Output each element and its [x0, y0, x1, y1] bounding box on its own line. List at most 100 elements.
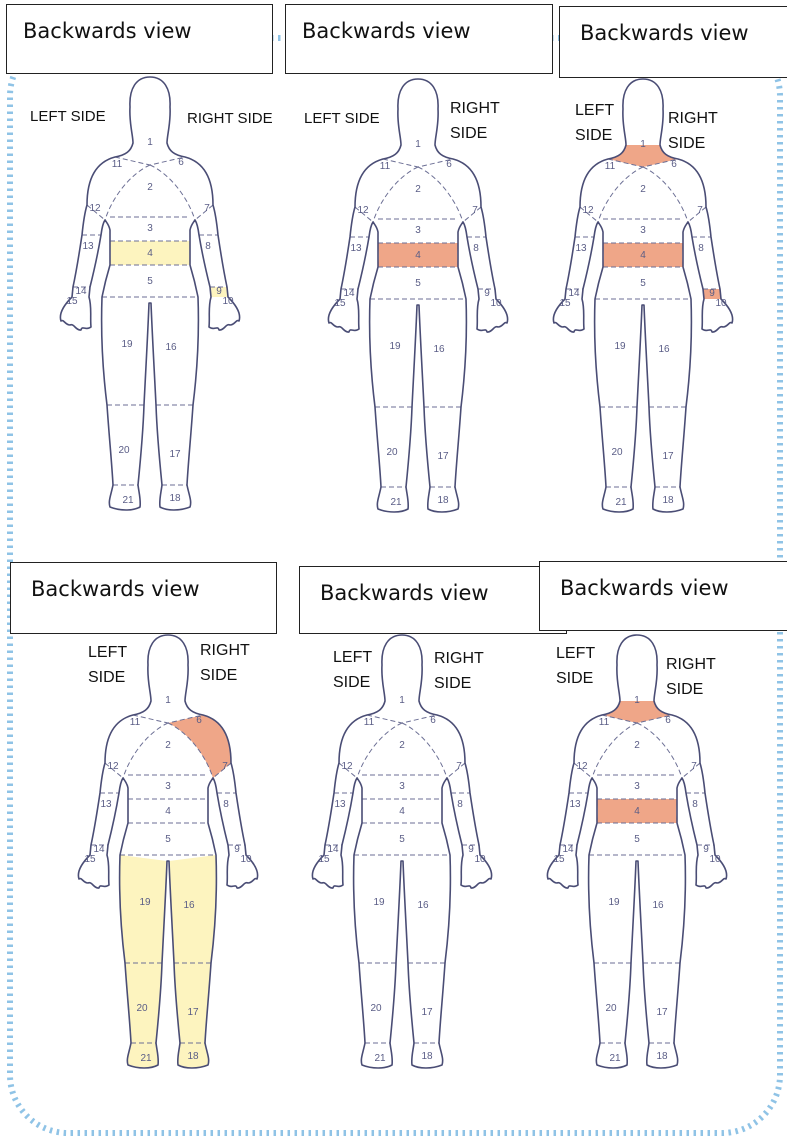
region-number-9: 9 — [484, 288, 490, 299]
region-number-17: 17 — [187, 1007, 199, 1018]
region-number-18: 18 — [656, 1051, 668, 1062]
region-number-20: 20 — [136, 1003, 148, 1014]
region-number-8: 8 — [457, 799, 463, 810]
panel-6-title: Backwards view — [539, 561, 787, 631]
region-number-6: 6 — [446, 159, 452, 170]
region-number-20: 20 — [605, 1003, 617, 1014]
region-number-1: 1 — [634, 695, 640, 706]
region-number-10: 10 — [715, 298, 727, 309]
region-number-5: 5 — [640, 278, 646, 289]
region-number-7: 7 — [456, 761, 462, 772]
region-number-18: 18 — [187, 1051, 199, 1062]
region-number-12: 12 — [107, 761, 119, 772]
region-number-16: 16 — [433, 344, 445, 355]
region-number-18: 18 — [437, 495, 449, 506]
region-number-16: 16 — [658, 344, 670, 355]
region-number-15: 15 — [334, 298, 346, 309]
region-number-1: 1 — [640, 139, 646, 150]
region-number-1: 1 — [147, 137, 153, 148]
region-number-1: 1 — [399, 695, 405, 706]
panel-3-right-side-label: RIGHT SIDE — [668, 106, 728, 156]
region-number-3: 3 — [634, 781, 640, 792]
region-number-4: 4 — [640, 250, 646, 261]
panel-4-title: Backwards view — [10, 562, 277, 634]
region-number-13: 13 — [100, 799, 112, 810]
highlight-region-19 — [120, 855, 167, 963]
panel-2-right-side-label: RIGHT SIDE — [450, 96, 510, 146]
region-number-3: 3 — [415, 225, 421, 236]
region-number-17: 17 — [169, 449, 181, 460]
region-number-18: 18 — [421, 1051, 433, 1062]
region-number-16: 16 — [417, 900, 429, 911]
panel-3-left-side-label: LEFT SIDE — [575, 98, 620, 148]
region-number-18: 18 — [169, 493, 181, 504]
region-number-4: 4 — [415, 250, 421, 261]
region-number-9: 9 — [468, 844, 474, 855]
region-number-4: 4 — [165, 806, 171, 817]
region-number-17: 17 — [421, 1007, 433, 1018]
region-number-4: 4 — [147, 248, 153, 259]
region-number-20: 20 — [370, 1003, 382, 1014]
region-number-11: 11 — [380, 161, 391, 172]
region-number-19: 19 — [614, 341, 626, 352]
region-number-5: 5 — [399, 834, 405, 845]
region-number-12: 12 — [341, 761, 353, 772]
region-number-13: 13 — [334, 799, 346, 810]
region-number-20: 20 — [386, 447, 398, 458]
region-number-13: 13 — [575, 243, 587, 254]
region-number-4: 4 — [634, 806, 640, 817]
region-number-10: 10 — [490, 298, 502, 309]
region-number-19: 19 — [608, 897, 620, 908]
region-number-15: 15 — [559, 298, 571, 309]
panel-4-left-side-label: LEFT SIDE — [88, 640, 133, 690]
region-number-9: 9 — [709, 288, 715, 299]
region-number-8: 8 — [698, 243, 704, 254]
region-number-13: 13 — [350, 243, 362, 254]
region-number-11: 11 — [599, 717, 610, 728]
region-number-3: 3 — [399, 781, 405, 792]
panel-5-right-side-label: RIGHT SIDE — [434, 646, 494, 696]
region-number-17: 17 — [437, 451, 449, 462]
region-number-11: 11 — [130, 717, 141, 728]
region-number-11: 11 — [364, 717, 375, 728]
panel-4-right-side-label: RIGHT SIDE — [200, 638, 260, 688]
region-number-16: 16 — [183, 900, 195, 911]
region-number-20: 20 — [611, 447, 623, 458]
region-number-10: 10 — [474, 854, 486, 865]
panel-1-left-side-label: LEFT SIDE — [30, 104, 106, 129]
region-number-21: 21 — [374, 1053, 386, 1064]
region-number-9: 9 — [234, 844, 240, 855]
region-number-8: 8 — [473, 243, 479, 254]
panel-6-right-side-label: RIGHT SIDE — [666, 652, 726, 702]
region-number-21: 21 — [122, 495, 134, 506]
region-number-11: 11 — [605, 161, 616, 172]
region-number-10: 10 — [222, 296, 234, 307]
region-number-19: 19 — [389, 341, 401, 352]
region-number-9: 9 — [216, 286, 222, 297]
region-number-11: 11 — [112, 159, 123, 170]
region-number-6: 6 — [430, 715, 436, 726]
region-number-2: 2 — [399, 740, 405, 751]
region-number-19: 19 — [139, 897, 151, 908]
region-number-3: 3 — [640, 225, 646, 236]
region-number-15: 15 — [318, 854, 330, 865]
panel-6-left-side-label: LEFT SIDE — [556, 641, 601, 691]
region-number-20: 20 — [118, 445, 130, 456]
region-number-3: 3 — [147, 223, 153, 234]
region-number-5: 5 — [415, 278, 421, 289]
region-number-5: 5 — [634, 834, 640, 845]
region-number-2: 2 — [147, 182, 153, 193]
region-number-5: 5 — [147, 276, 153, 287]
panel-2-title: Backwards view — [285, 4, 553, 74]
region-number-16: 16 — [165, 342, 177, 353]
region-number-2: 2 — [634, 740, 640, 751]
panel-1-right-side-label: RIGHT SIDE — [187, 106, 273, 131]
region-number-17: 17 — [656, 1007, 668, 1018]
region-number-2: 2 — [640, 184, 646, 195]
region-number-5: 5 — [165, 834, 171, 845]
region-number-6: 6 — [196, 715, 202, 726]
region-number-21: 21 — [609, 1053, 621, 1064]
